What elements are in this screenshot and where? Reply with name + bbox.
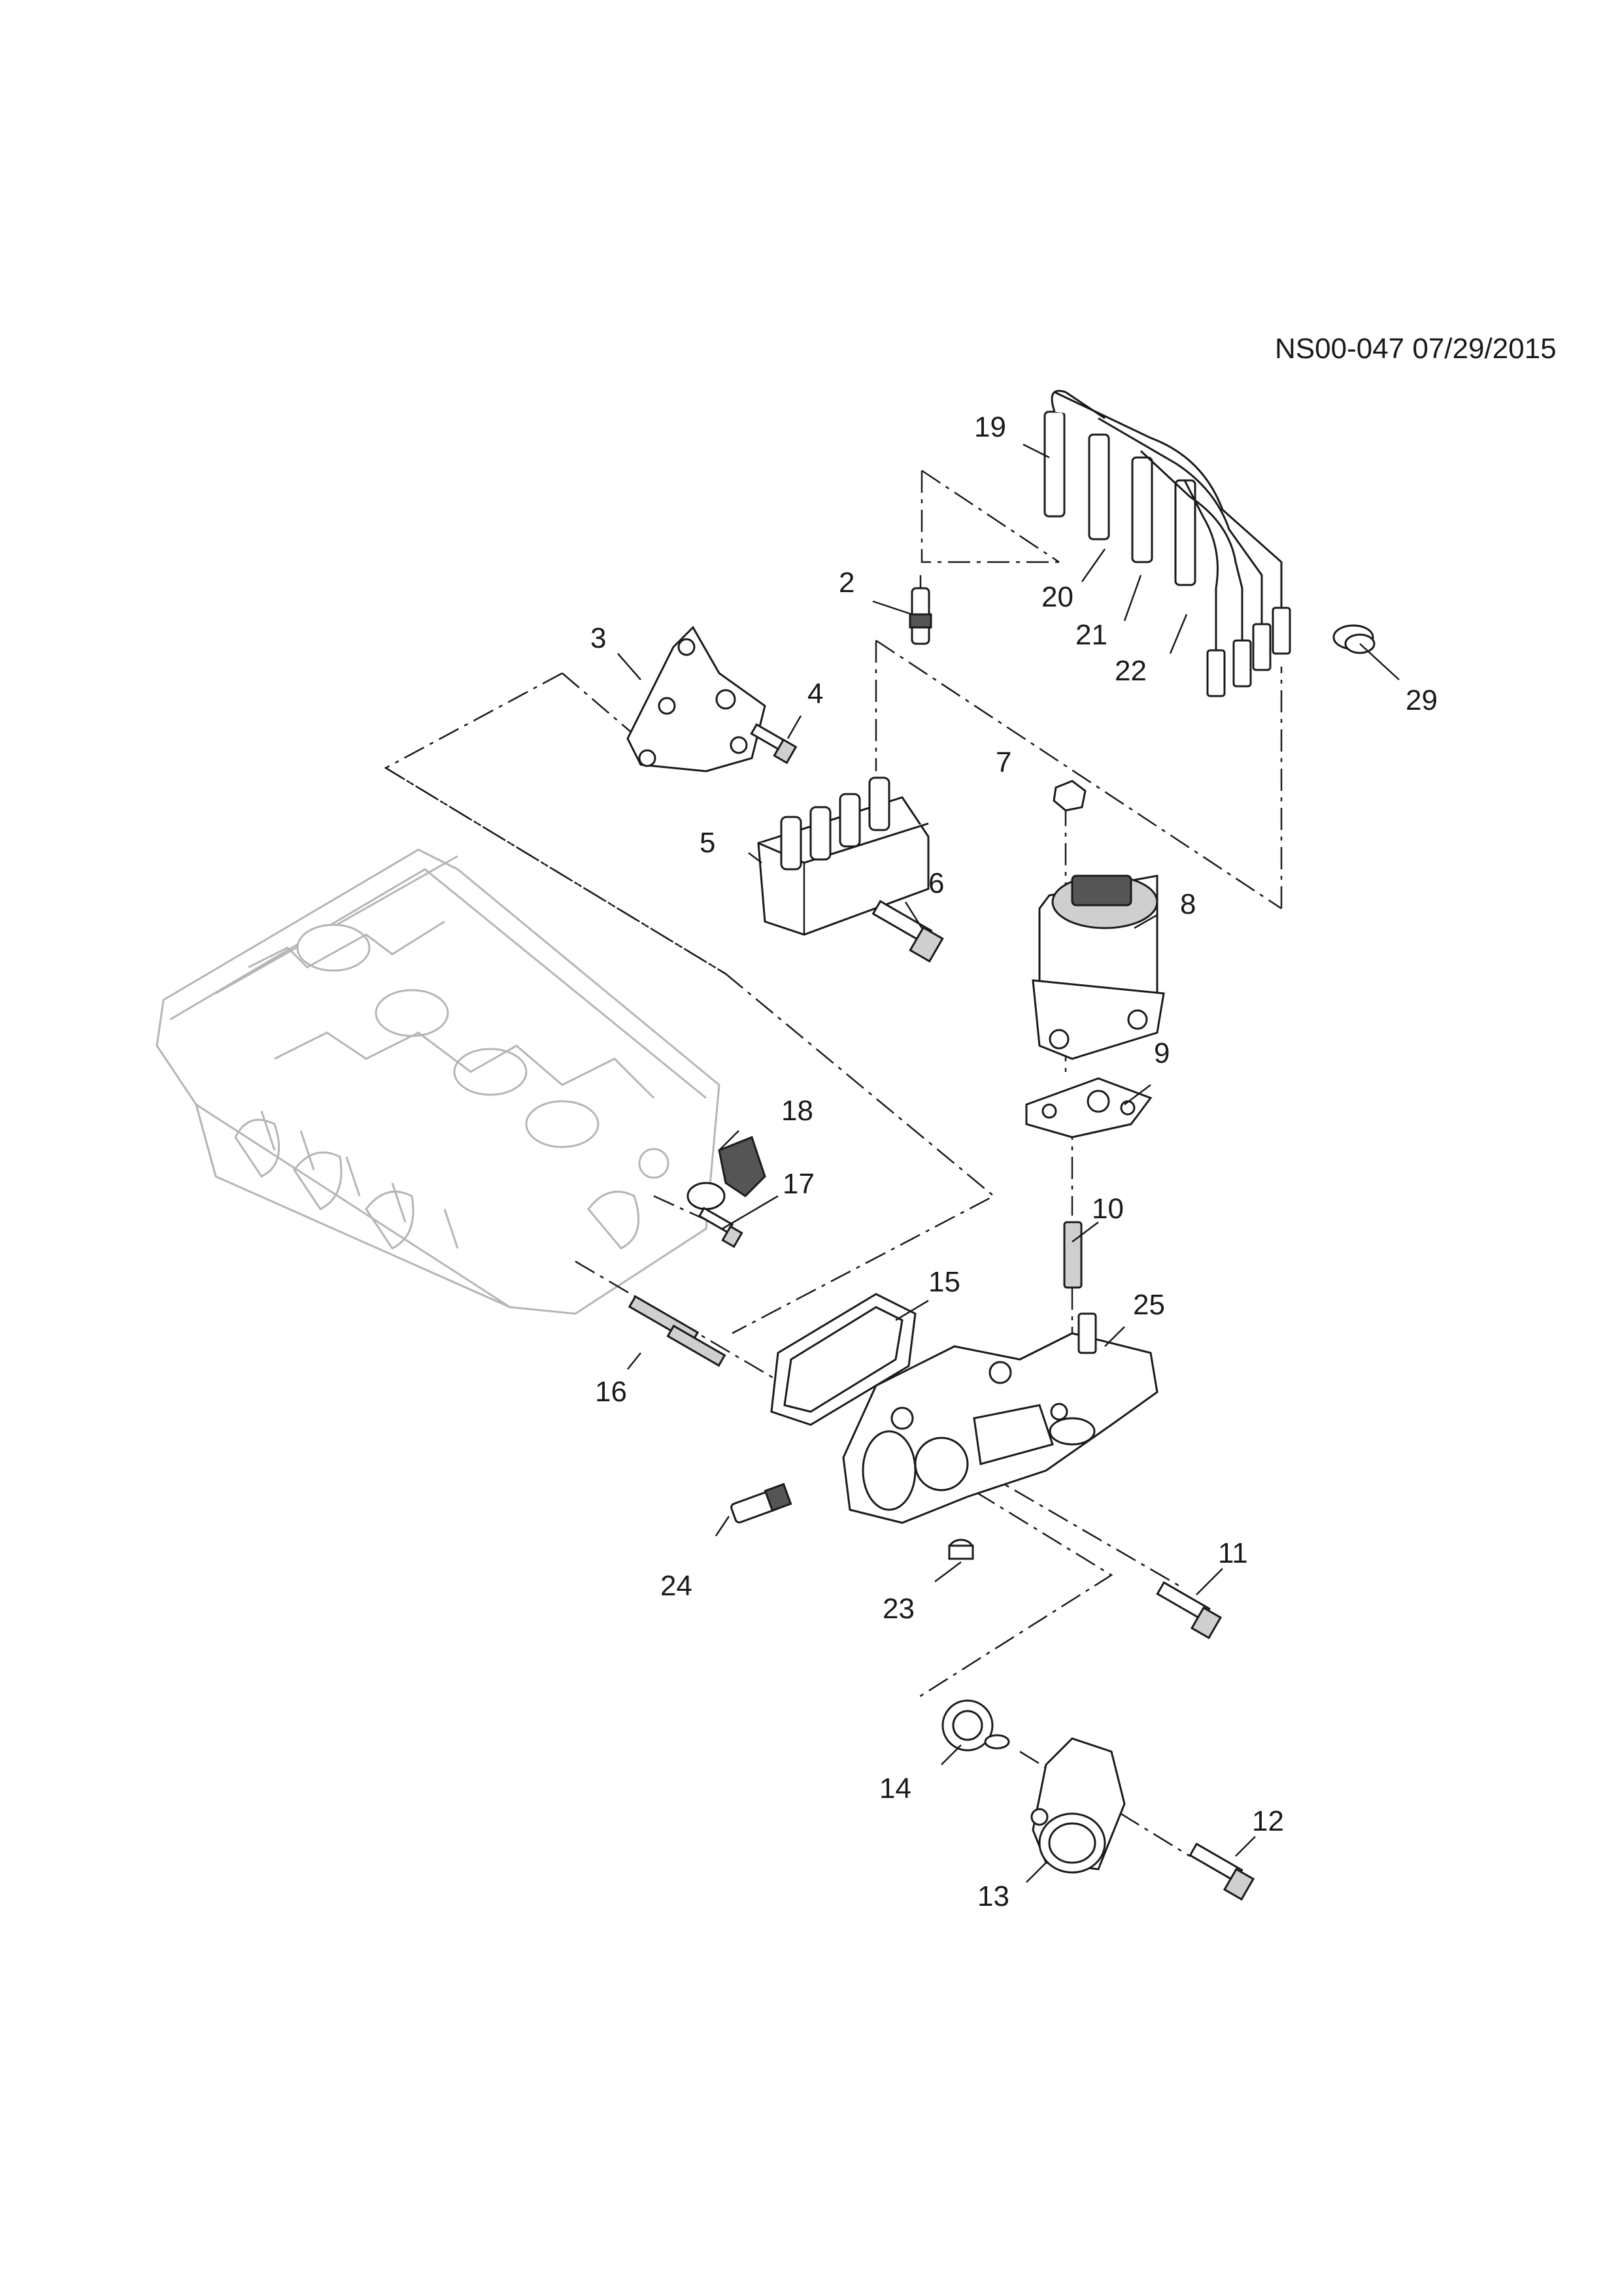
bolt-11	[1156, 1581, 1223, 1640]
callout-4: 4	[807, 678, 824, 710]
wire-clip	[1332, 624, 1376, 654]
callout-11: 11	[1218, 1537, 1248, 1569]
egr-gasket	[1025, 1077, 1153, 1139]
reference-code: NS00-047 07/29/2015	[1275, 333, 1557, 365]
callout-2: 2	[839, 567, 855, 599]
callout-19: 19	[974, 411, 1006, 443]
callout-24: 24	[660, 1570, 692, 1602]
ignition-wire-set	[1043, 390, 1291, 697]
bolt-6	[871, 899, 944, 963]
callout-29: 29	[1406, 684, 1438, 716]
callout-20: 20	[1041, 581, 1073, 613]
housing-gasket	[770, 1293, 917, 1426]
coil-bracket	[626, 625, 766, 773]
callout-22: 22	[1115, 655, 1147, 687]
stud-10	[1063, 1221, 1083, 1289]
cam-sensor	[686, 1136, 766, 1210]
callout-9: 9	[1154, 1037, 1170, 1069]
callout-12: 12	[1252, 1805, 1284, 1837]
callout-13: 13	[977, 1880, 1009, 1912]
nut-7	[1053, 780, 1087, 812]
callout-17: 17	[783, 1168, 815, 1200]
ignition-coil	[757, 776, 930, 936]
temp-sensor	[730, 1482, 792, 1523]
callout-18: 18	[781, 1095, 813, 1127]
thermostat	[941, 1699, 1010, 1752]
callout-3: 3	[590, 622, 607, 654]
callout-15: 15	[928, 1266, 960, 1298]
callout-7: 7	[996, 746, 1012, 778]
callout-8: 8	[1180, 888, 1196, 920]
callout-16: 16	[595, 1376, 627, 1408]
callout-5: 5	[700, 827, 716, 859]
egr-valve	[1032, 874, 1165, 1060]
thermostat-housing	[842, 1312, 1158, 1524]
plug-23	[948, 1539, 974, 1560]
cylinder-head-ghost	[156, 848, 720, 1315]
bolt-17	[698, 1206, 743, 1248]
spark-plug	[909, 575, 932, 645]
callout-23: 23	[883, 1593, 915, 1625]
studs-16	[628, 1295, 726, 1367]
callout-14: 14	[879, 1772, 911, 1805]
leader-lines	[617, 443, 1400, 1883]
bolt-4	[750, 723, 798, 765]
bolt-12	[1189, 1842, 1255, 1901]
coolant-outlet	[1030, 1737, 1126, 1874]
callout-25: 25	[1133, 1289, 1165, 1321]
callout-10: 10	[1092, 1193, 1124, 1225]
callout-21: 21	[1075, 619, 1107, 651]
callout-6: 6	[928, 867, 945, 899]
